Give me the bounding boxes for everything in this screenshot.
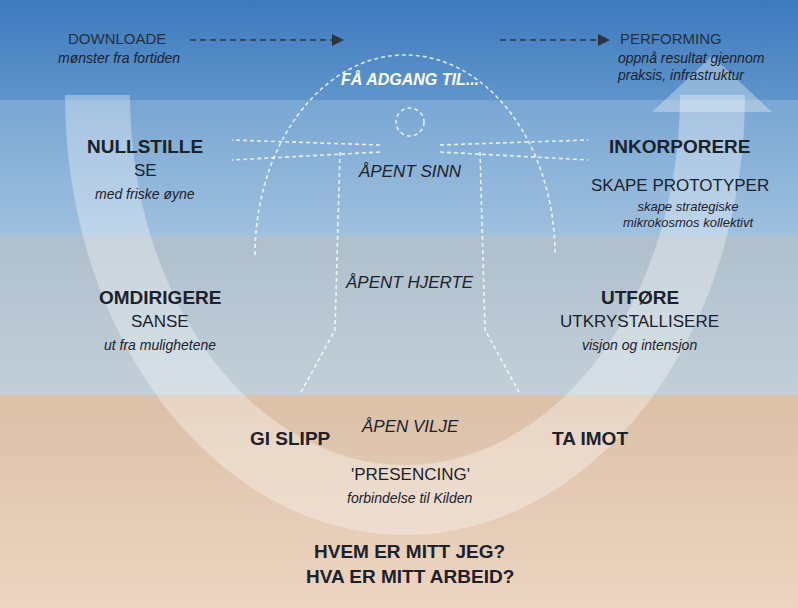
openness-label: ÅPENT HJERTE (346, 273, 473, 293)
arrow-head (598, 34, 610, 46)
stage-heading: UTFØRE (601, 287, 679, 310)
dashed-line (190, 39, 332, 41)
stage-note: visjon og intensjon (582, 337, 697, 354)
access-label: FÅ ADGANG TIL... (341, 70, 479, 89)
stage-heading: HVA ER MITT ARBEID? (306, 566, 514, 589)
figure-body (300, 152, 520, 394)
stage-note: ut fra mulighetene (104, 337, 216, 354)
stage-note: forbindelse til Kilden (347, 490, 472, 507)
arrow-head (332, 34, 344, 46)
flow-label: DOWNLOADE (68, 30, 166, 48)
level-band: DOWNLOADE mønster fra fortiden FÅ ADGANG T… (0, 0, 798, 100)
level-band: GI SLIPP ÅPEN VILJE TA IMOT 'PRESENCING' for… (0, 395, 798, 608)
u-arrow-band (65, 95, 745, 535)
stage-heading: INKORPORERE (609, 136, 750, 159)
stage-name: SANSE (131, 312, 189, 332)
dashed-figure (232, 55, 588, 394)
stage-note: mønster fra fortiden (58, 50, 180, 67)
stage-heading: OMDIRIGERE (99, 287, 221, 310)
stage-note: skape strategiske mikrokosmos kollektivt (603, 199, 773, 230)
u-arrow-head (652, 56, 772, 112)
openness-label: ÅPEN VILJE (362, 417, 458, 437)
stage-name: SE (134, 161, 157, 181)
stage-heading: NULLSTILLE (87, 136, 203, 159)
stage-heading: GI SLIPP (250, 428, 330, 451)
flow-label: PERFORMING (620, 30, 722, 48)
stage-heading: TA IMOT (552, 428, 628, 451)
stage-name: 'PRESENCING' (351, 465, 470, 485)
openness-label: ÅPENT SINN (359, 162, 461, 182)
stage-name: UTKRYSTALLISERE (560, 312, 719, 332)
dashed-line (500, 39, 598, 41)
figure-head (396, 108, 424, 136)
dashed-arrows (190, 34, 610, 46)
stage-heading: HVEM ER MITT JEG? (314, 541, 505, 564)
figure-arms (232, 140, 588, 160)
stage-note: med friske øyne (95, 186, 195, 203)
stage-note: oppnå resultat gjennom praksis, infrastr… (618, 50, 790, 84)
stage-name: SKAPE PROTOTYPER (591, 176, 769, 196)
